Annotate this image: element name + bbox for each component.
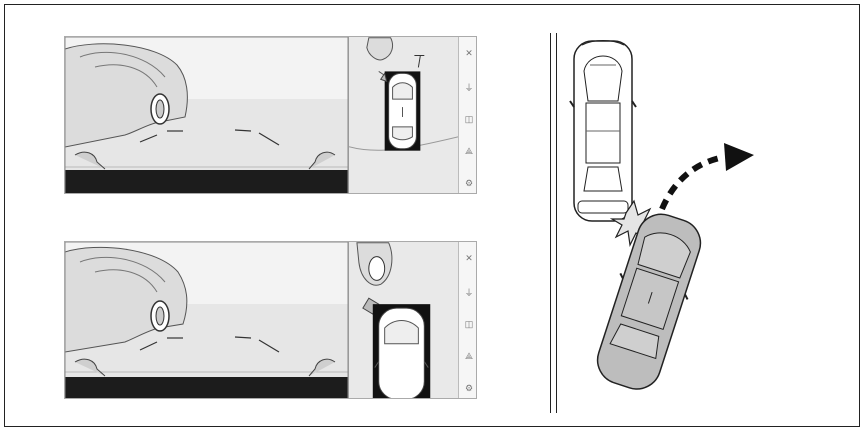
camera-view-icon[interactable]: ◫	[459, 314, 477, 334]
close-icon[interactable]: ✕	[459, 248, 477, 268]
collision-illustration	[564, 31, 824, 401]
divider-line-left	[550, 33, 551, 413]
figure-frame: ✕ ⏚ ◫ ⟁ ⚙	[4, 4, 860, 427]
sensor-icon[interactable]: ⏚	[459, 77, 477, 97]
sensor-icon[interactable]: ⏚	[459, 282, 477, 302]
bottom-black-band	[65, 170, 348, 194]
divider-line-right	[556, 33, 557, 413]
side-icon-bar: ✕ ⏚ ◫ ⟁ ⚙	[458, 242, 477, 399]
reversing-gray-car	[588, 207, 711, 397]
top-view-panel	[348, 242, 458, 399]
rear-camera-view	[65, 37, 348, 194]
parked-white-car	[570, 41, 636, 222]
angle-view-icon[interactable]: ⟁	[459, 346, 477, 366]
monitor-screen-top: ✕ ⏚ ◫ ⟁ ⚙	[64, 36, 477, 194]
settings-icon[interactable]: ⚙	[459, 173, 477, 193]
angle-view-icon[interactable]: ⟁	[459, 141, 477, 161]
top-view-panel	[348, 37, 458, 194]
settings-icon[interactable]: ⚙	[459, 378, 477, 398]
camera-view-icon[interactable]: ◫	[459, 109, 477, 129]
direction-arrow-dashed	[662, 157, 724, 209]
rear-camera-view	[65, 242, 348, 399]
side-icon-bar: ✕ ⏚ ◫ ⟁ ⚙	[458, 37, 477, 194]
bottom-black-band	[65, 377, 348, 399]
close-icon[interactable]: ✕	[459, 43, 477, 63]
monitor-screen-bottom: ✕ ⏚ ◫ ⟁ ⚙	[64, 241, 477, 399]
direction-arrowhead-icon	[724, 143, 754, 171]
